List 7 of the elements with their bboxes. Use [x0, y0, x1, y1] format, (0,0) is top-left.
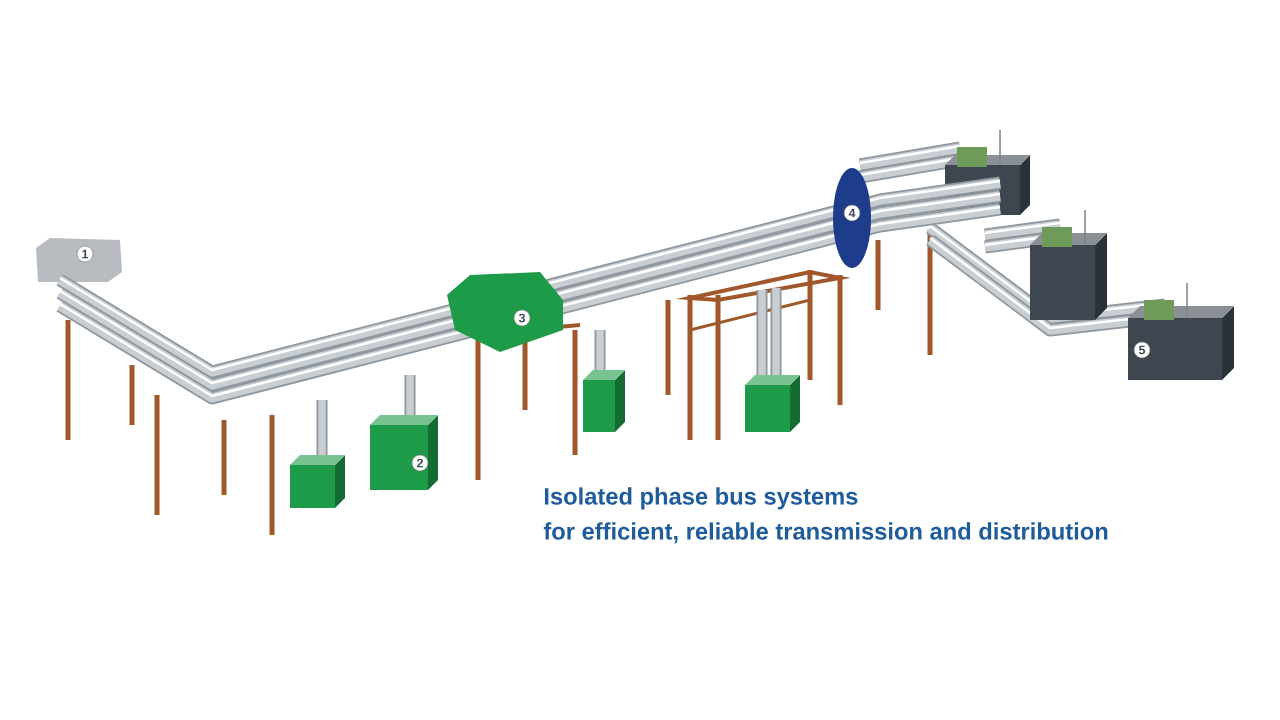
callout-number: 4	[843, 204, 861, 222]
callout-number: 5	[1133, 341, 1151, 359]
callout-number: 1	[76, 245, 94, 263]
title: Isolated phase bus systems	[544, 487, 858, 510]
callout-number: 3	[513, 309, 531, 327]
caption: for efficient, reliable transmission and distribution	[543, 522, 1108, 544]
callout-number: 2	[411, 454, 429, 472]
